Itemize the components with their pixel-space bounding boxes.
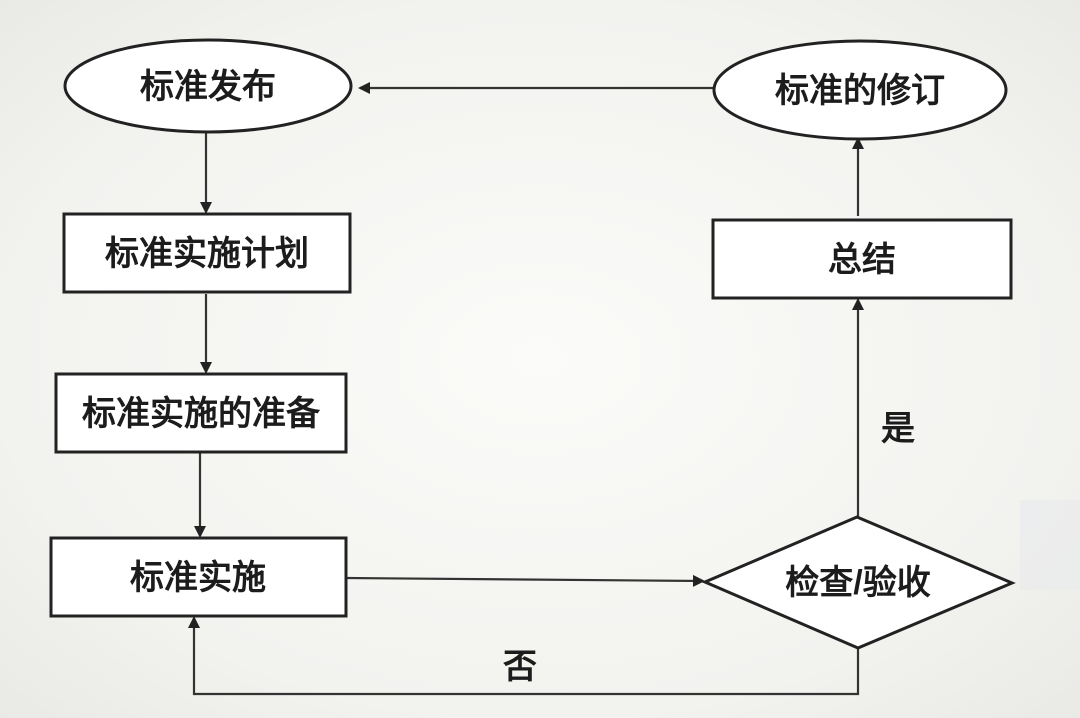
node-plan-label: 标准实施计划 [105,235,309,273]
edge-label-no: 否 [503,648,537,686]
node-plan: 标准实施计划 [62,212,352,294]
node-revision: 标准的修订 [712,39,1008,141]
node-check-label: 检查/验收 [785,563,930,602]
node-publish-label: 标准发布 [140,68,276,106]
node-summary: 总结 [711,218,1013,300]
edge-label-yes: 是 [881,410,915,448]
edge-check-to-implement-no [188,616,860,696]
node-publish: 标准发布 [63,38,353,134]
node-prepare: 标准实施的准备 [54,372,348,454]
node-revision-label: 标准的修订 [775,72,945,110]
edge-implement-to-check [345,574,705,587]
node-check: 检查/验收 [701,515,1016,650]
node-prepare-label: 标准实施的准备 [82,395,321,433]
node-summary-label: 总结 [828,241,896,279]
node-implement: 标准实施 [49,536,348,618]
node-implement-label: 标准实施 [130,559,266,597]
bleed-through-ghost [1020,500,1080,590]
